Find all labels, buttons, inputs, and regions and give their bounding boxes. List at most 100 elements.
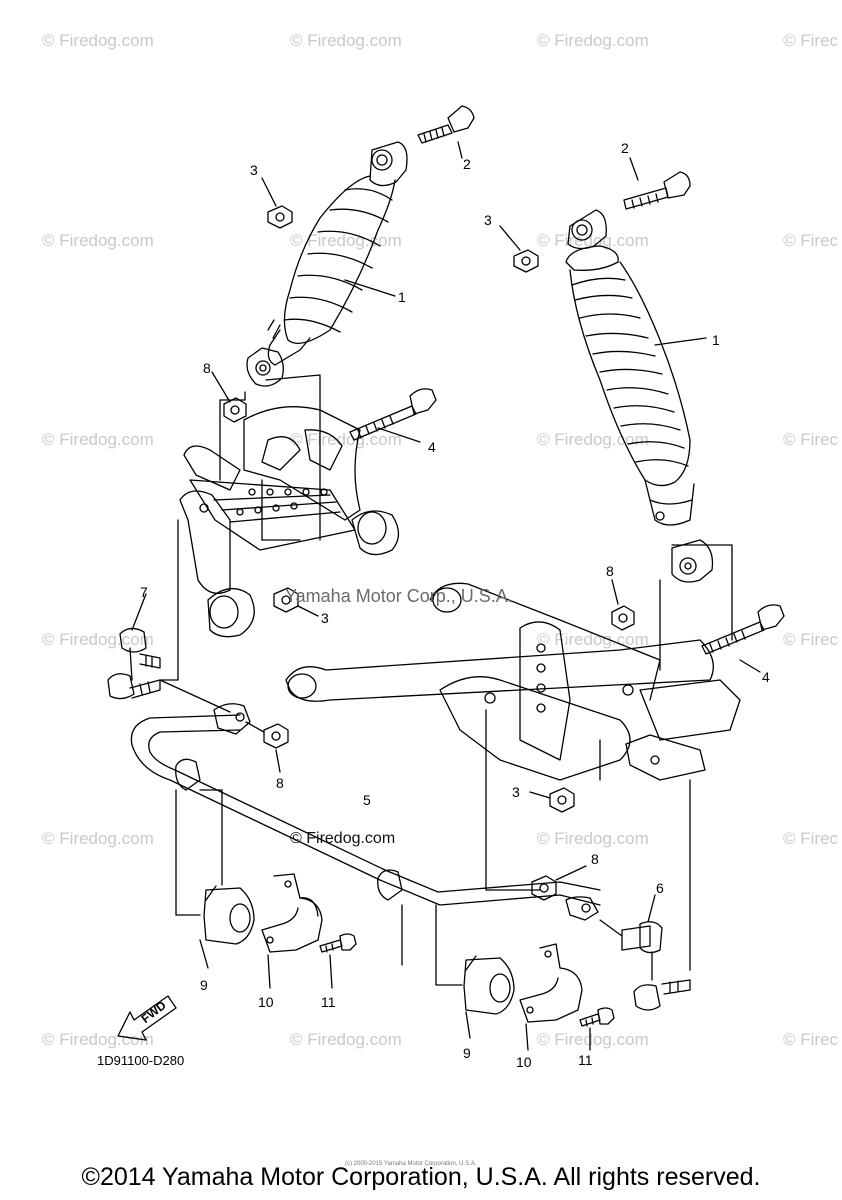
left-lower-collar (223, 397, 247, 423)
leader-line (629, 157, 639, 181)
guide-line (435, 904, 463, 986)
watermark: © Firedog.com (42, 630, 154, 649)
watermark: © Firec (783, 1030, 839, 1049)
watermark: © Firedog.com (290, 31, 402, 50)
right-end-link (599, 919, 691, 1011)
copyright-footer: ©2014 Yamaha Motor Corporation, U.S.A. A… (81, 1163, 761, 1191)
leader-line (211, 371, 231, 403)
callout-3: 3 (321, 610, 329, 626)
leader-line (457, 141, 463, 159)
leader-line (131, 593, 147, 631)
leader-line (525, 1023, 529, 1051)
leader-line (647, 894, 656, 923)
fwd-arrow-icon (117, 995, 177, 1041)
callout-9: 9 (463, 1045, 471, 1061)
callout-8: 8 (276, 775, 284, 791)
callout-4: 4 (428, 439, 436, 455)
guide-line (265, 374, 321, 541)
leader-line (611, 579, 619, 605)
leader-line (199, 939, 209, 969)
watermark: © Firedog.com (537, 31, 649, 50)
right-lower-bolt (701, 604, 785, 655)
watermark: © Firedog.com (290, 231, 402, 250)
callout-7: 7 (140, 584, 148, 600)
watermark: © Firedog.com (537, 829, 649, 848)
callout-1: 1 (712, 332, 720, 348)
watermark: © Firedog.com (42, 1030, 154, 1049)
watermark: © Firec (783, 630, 839, 649)
right-shock-absorber (565, 209, 714, 583)
callout-3: 3 (250, 162, 258, 178)
right-bracket-bolt (579, 1007, 615, 1027)
callout-8: 8 (591, 851, 599, 867)
leader-line (555, 865, 587, 881)
watermark: © Firedog.com (42, 231, 154, 250)
left-bracket (261, 873, 323, 953)
center-watermark: © Firedog.com (290, 830, 396, 847)
guide-line (261, 479, 301, 541)
callout-10: 10 (258, 994, 274, 1010)
leader-line (297, 605, 319, 617)
left-upper-nut (267, 205, 293, 229)
left-lower-bolt (349, 388, 437, 441)
callout-11: 11 (321, 994, 336, 1010)
right-arm-nut (549, 787, 575, 813)
stabilizer-bar (130, 703, 601, 921)
callout-3: 3 (484, 212, 492, 228)
right-bushing (463, 955, 515, 1015)
watermark: © Firedog.com (42, 31, 154, 50)
leader-line (344, 279, 396, 297)
watermark: © Firec (783, 829, 839, 848)
stabilizer-nut-right (531, 875, 557, 901)
left-bushing (203, 885, 255, 945)
overlay-watermark: Yamaha Motor Corp., U.S.A. (285, 586, 513, 606)
left-bracket-bolt (319, 933, 357, 953)
callout-8: 8 (606, 563, 614, 579)
guide-line (219, 391, 246, 481)
leader-line (465, 1011, 471, 1039)
small-copyright-note: (c) 2000-2015 Yamaha Motor Corporation, … (345, 1161, 477, 1167)
guide-line (199, 789, 223, 886)
left-shock-absorber (246, 141, 408, 387)
guide-line (485, 709, 541, 891)
callout-5: 5 (363, 792, 371, 808)
watermark: © Firedog.com (290, 1030, 402, 1049)
leader-line (529, 791, 551, 799)
leader-line (499, 225, 521, 251)
leader-line (654, 337, 707, 346)
callout-10: 10 (516, 1054, 532, 1070)
leader-line (377, 427, 421, 443)
callout-2: 2 (621, 140, 629, 156)
callout-4: 4 (762, 669, 770, 685)
watermark: © Firedog.com (42, 430, 154, 449)
guide-line (175, 789, 201, 916)
guide-line (671, 544, 733, 641)
leader-line (739, 659, 761, 673)
callout-6: 6 (656, 880, 664, 896)
guide-line (159, 679, 231, 713)
left-upper-bolt (417, 105, 475, 144)
callout-3: 3 (512, 784, 520, 800)
watermark: © Firedog.com (42, 829, 154, 848)
watermark: © Firedog.com (537, 1030, 649, 1049)
right-upper-bolt (623, 171, 691, 210)
guide-line (245, 721, 265, 733)
watermark: © Firec (783, 31, 839, 50)
left-lower-arm (179, 406, 400, 638)
callout-9: 9 (200, 977, 208, 993)
watermark: © Firec (783, 231, 839, 250)
callout-2: 2 (463, 156, 471, 172)
callout-8: 8 (203, 360, 211, 376)
right-lower-collar (611, 605, 635, 631)
right-upper-nut (513, 249, 539, 273)
stabilizer-nut-left (263, 723, 289, 749)
leader-line (329, 954, 333, 989)
part-code: 1D91100-D280 (97, 1053, 185, 1068)
leader-line (261, 177, 277, 207)
right-lower-arm (285, 582, 741, 781)
callout-1: 1 (398, 289, 406, 305)
guide-line (159, 519, 179, 681)
watermark: © Firedog.com (537, 231, 649, 250)
